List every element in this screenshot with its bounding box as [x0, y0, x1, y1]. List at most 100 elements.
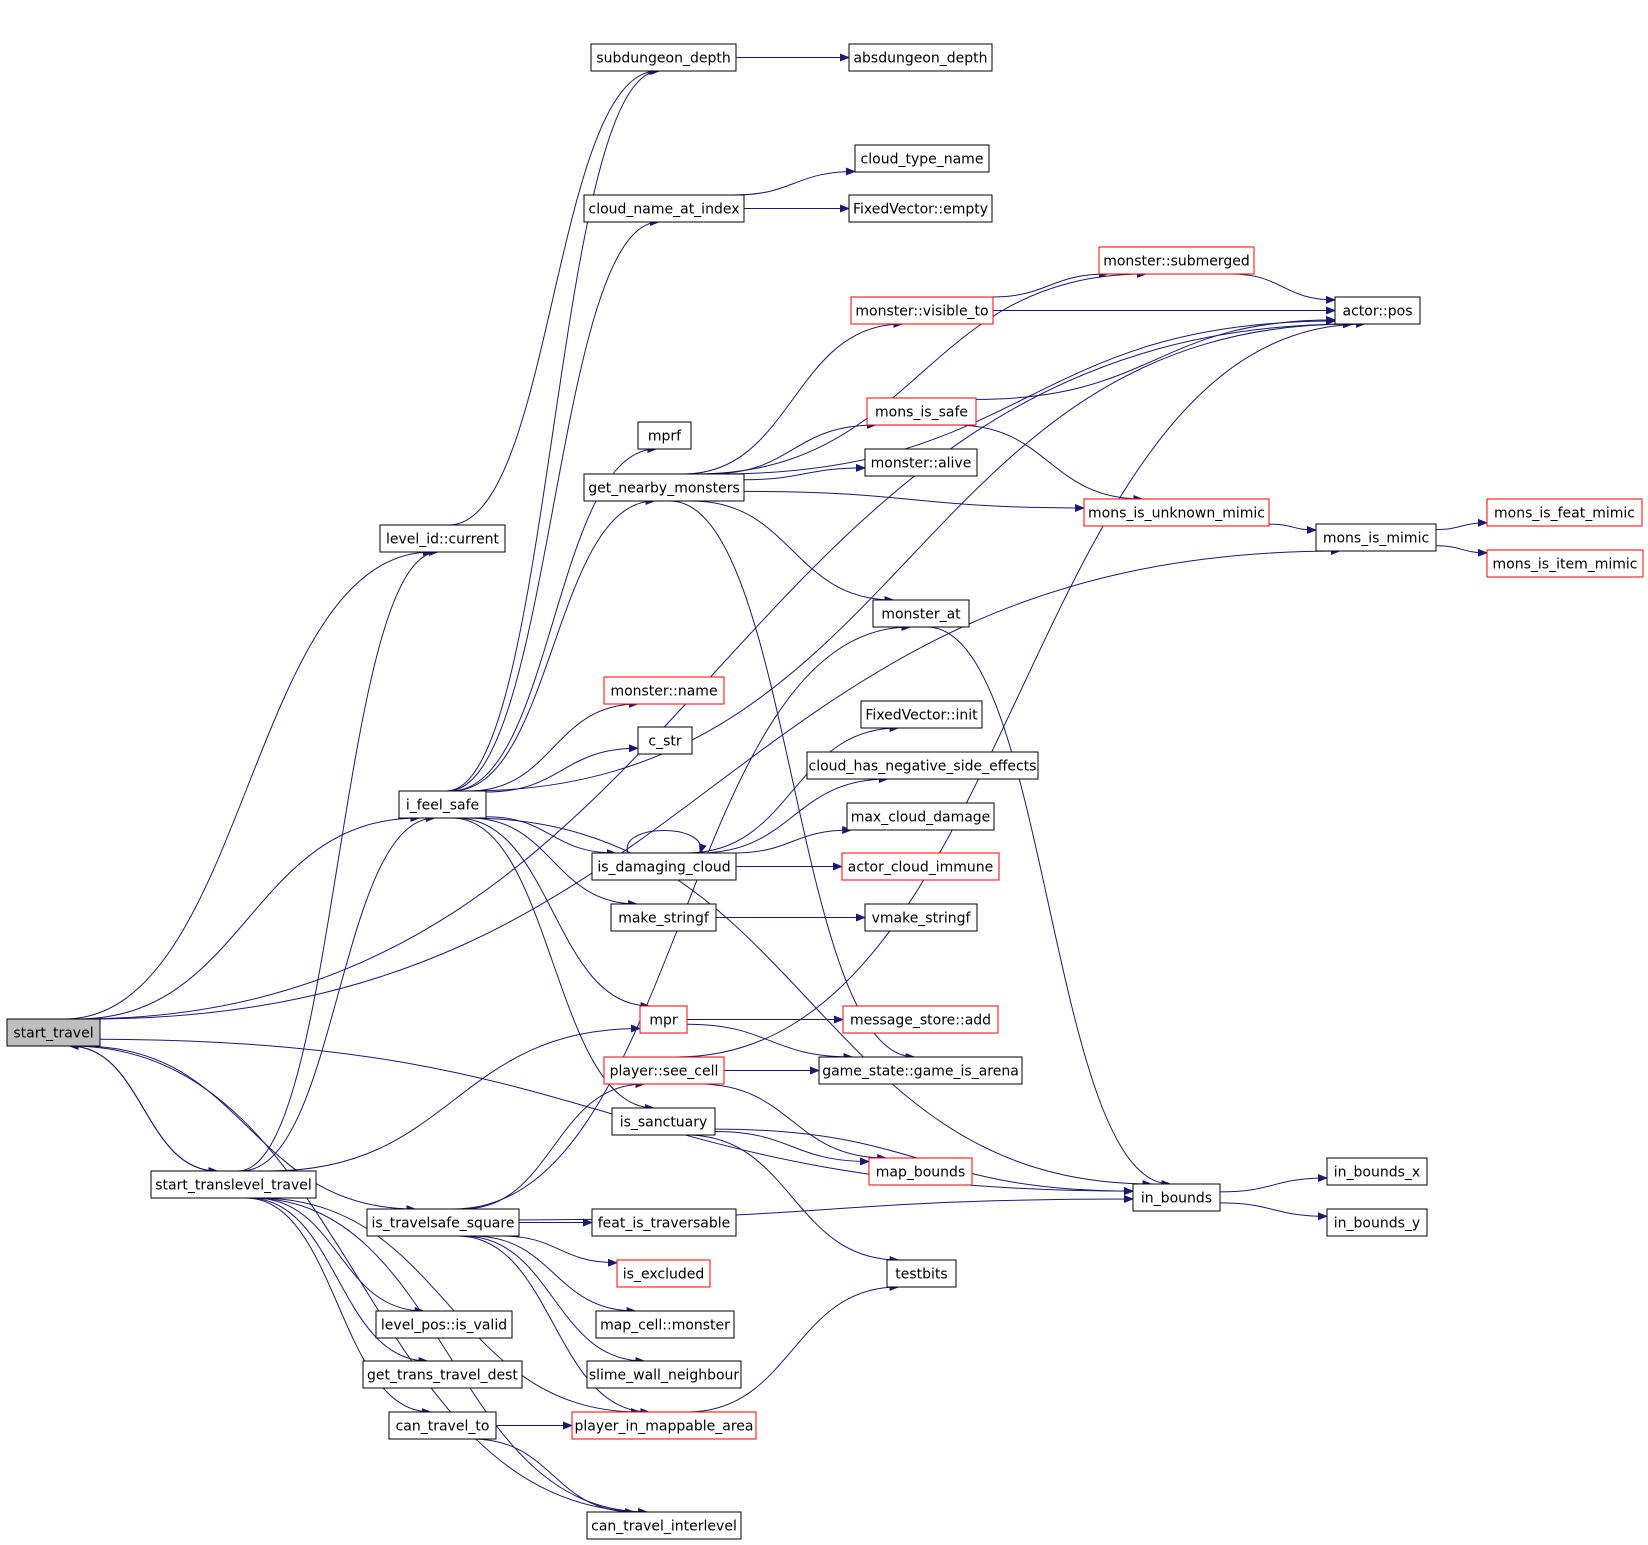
edge-monster_visible_to-to-monster_submerged — [990, 270, 1109, 298]
node-label: can_travel_to — [396, 1419, 490, 1435]
node-can-travel-to[interactable]: can_travel_to — [388, 1411, 497, 1440]
node-fixedvector-init[interactable]: FixedVector::init — [860, 700, 983, 729]
node-box — [571, 1411, 757, 1440]
node-subdungeon-depth[interactable]: subdungeon_depth — [590, 43, 737, 72]
edge-is_damaging_cloud-to-cloud_has_negative_side_effects — [698, 775, 889, 854]
node-absdungeon-depth[interactable]: absdungeon_depth — [848, 43, 993, 72]
node-game-state-game-is-arena[interactable]: game_state::game_is_arena — [818, 1056, 1023, 1085]
node-label: mons_is_unknown_mimic — [1088, 506, 1265, 522]
node-monster-alive[interactable]: monster::alive — [864, 448, 978, 477]
node-is-excluded[interactable]: is_excluded — [616, 1259, 711, 1288]
node-cloud-type-name[interactable]: cloud_type_name — [854, 144, 990, 173]
node-message-store-add[interactable]: message_store::add — [842, 1005, 999, 1034]
node-label: actor_cloud_immune — [848, 860, 994, 876]
node-box — [850, 296, 994, 325]
node-is-sanctuary[interactable]: is_sanctuary — [611, 1107, 716, 1136]
node-player-see-cell[interactable]: player::see_cell — [603, 1056, 725, 1085]
edge-get_nearby_monsters-to-monster_at — [691, 500, 895, 604]
node-box — [388, 1411, 497, 1440]
node-cloud-name-at-index[interactable]: cloud_name_at_index — [583, 194, 745, 223]
node-label: is_travelsafe_square — [372, 1216, 515, 1232]
edge-level_id_current-to-subdungeon_depth — [448, 67, 659, 526]
node-box — [586, 1511, 742, 1540]
node-in-bounds[interactable]: in_bounds — [1132, 1183, 1221, 1212]
node-level-pos-is-valid[interactable]: level_pos::is_valid — [375, 1310, 513, 1339]
node-map-cell-monster[interactable]: map_cell::monster — [595, 1310, 735, 1339]
node-c-str[interactable]: c_str — [637, 726, 693, 755]
edge-is_damaging_cloud-to-is_damaging_cloud — [626, 830, 707, 854]
node-label: cloud_has_negative_side_effects — [809, 759, 1037, 775]
node-start-travel[interactable]: start_travel — [6, 1018, 101, 1047]
node-box — [872, 599, 970, 628]
node-label: map_cell::monster — [600, 1318, 730, 1334]
node-actor-cloud-immune[interactable]: actor_cloud_immune — [841, 852, 1000, 881]
node-box — [841, 852, 1000, 881]
node-label: absdungeon_depth — [853, 51, 987, 67]
node-mpr[interactable]: mpr — [639, 1005, 688, 1034]
node-monster-at[interactable]: monster_at — [872, 599, 970, 628]
edge-i_feel_safe-to-mpr — [456, 817, 651, 1010]
node-box — [1083, 498, 1270, 527]
node-label: in_bounds_y — [1334, 1216, 1420, 1232]
node-level-id-current[interactable]: level_id::current — [379, 524, 506, 553]
node-box — [1315, 523, 1437, 552]
node-label: subdungeon_depth — [596, 51, 730, 67]
edge-i_feel_safe-to-monster_name — [468, 700, 639, 792]
node-box — [1486, 549, 1644, 578]
node-label: monster::alive — [871, 456, 972, 472]
node-in-bounds-y[interactable]: in_bounds_y — [1326, 1208, 1428, 1237]
node-box — [818, 1056, 1023, 1085]
node-label: start_translevel_travel — [155, 1178, 312, 1194]
node-is-damaging-cloud[interactable]: is_damaging_cloud — [591, 852, 737, 881]
node-slime-wall-neighbour[interactable]: slime_wall_neighbour — [586, 1360, 742, 1389]
node-get-trans-travel-dest[interactable]: get_trans_travel_dest — [362, 1360, 523, 1389]
node-in-bounds-x[interactable]: in_bounds_x — [1326, 1157, 1428, 1186]
edge-player_in_mappable_area-to-testbits — [686, 1283, 900, 1413]
node-label: is_sanctuary — [620, 1115, 708, 1131]
edge-i_feel_safe-to-in_bounds — [467, 817, 1153, 1188]
node-player-in-mappable-area[interactable]: player_in_mappable_area — [571, 1411, 757, 1440]
node-label: map_bounds — [876, 1165, 965, 1181]
node-map-bounds[interactable]: map_bounds — [868, 1157, 973, 1186]
node-mons-is-item-mimic[interactable]: mons_is_item_mimic — [1486, 549, 1644, 578]
node-mons-is-safe[interactable]: mons_is_safe — [866, 397, 977, 426]
edge-i_feel_safe-to-actor_pos — [468, 320, 1353, 792]
node-label: feat_is_traversable — [598, 1216, 731, 1232]
node-mons-is-mimic[interactable]: mons_is_mimic — [1315, 523, 1437, 552]
node-get-nearby-monsters[interactable]: get_nearby_monsters — [583, 473, 745, 502]
node-monster-visible-to[interactable]: monster::visible_to — [850, 296, 994, 325]
node-label: level_pos::is_valid — [381, 1318, 507, 1334]
edge-i_feel_safe-to-cloud_name_at_index — [447, 218, 660, 792]
nodes-layer: start_travel level_id::current subdungeon_… — [6, 43, 1644, 1540]
node-feat-is-traversable[interactable]: feat_is_traversable — [591, 1208, 737, 1237]
node-testbits[interactable]: testbits — [886, 1259, 957, 1288]
node-mons-is-feat-mimic[interactable]: mons_is_feat_mimic — [1486, 498, 1643, 527]
node-can-travel-interlevel[interactable]: can_travel_interlevel — [586, 1511, 742, 1540]
edge-start_translevel_travel-to-mpr — [268, 1024, 641, 1172]
node-monster-name[interactable]: monster::name — [603, 676, 725, 705]
node-label: game_state::game_is_arena — [822, 1064, 1019, 1080]
node-vmake-stringf[interactable]: vmake_stringf — [864, 903, 978, 932]
node-i-feel-safe[interactable]: i_feel_safe — [398, 790, 487, 819]
edge-player_see_cell-to-actor_pos — [676, 320, 1366, 1058]
node-mprf[interactable]: mprf — [637, 421, 692, 450]
node-monster-submerged[interactable]: monster::submerged — [1098, 246, 1255, 275]
node-label: player::see_cell — [610, 1064, 719, 1080]
node-fixedvector-empty[interactable]: FixedVector::empty — [848, 194, 993, 223]
edge-mons_is_mimic-to-mons_is_feat_mimic — [1435, 518, 1488, 530]
node-label: make_stringf — [618, 911, 710, 927]
node-make-stringf[interactable]: make_stringf — [610, 903, 717, 932]
node-mons-is-unknown-mimic[interactable]: mons_is_unknown_mimic — [1083, 498, 1270, 527]
edge-start_travel-to-i_feel_safe — [76, 814, 421, 1020]
edge-is_sanctuary-to-map_bounds — [714, 1131, 870, 1166]
node-label: monster_at — [881, 607, 961, 623]
node-start-translevel-travel[interactable]: start_translevel_travel — [150, 1170, 317, 1199]
node-max-cloud-damage[interactable]: max_cloud_damage — [846, 802, 995, 831]
edge-start_translevel_travel-to-start_travel — [68, 1042, 218, 1172]
edge-start_translevel_travel-to-level_pos_is_valid — [253, 1197, 425, 1315]
node-label: in_bounds — [1141, 1191, 1212, 1207]
node-cloud-has-negative-side-effects[interactable]: cloud_has_negative_side_effects — [806, 751, 1039, 780]
node-actor-pos[interactable]: actor::pos — [1334, 296, 1421, 325]
edge-get_nearby_monsters-to-mons_is_safe — [709, 421, 877, 475]
node-is-travelsafe-square[interactable]: is_travelsafe_square — [366, 1208, 520, 1237]
